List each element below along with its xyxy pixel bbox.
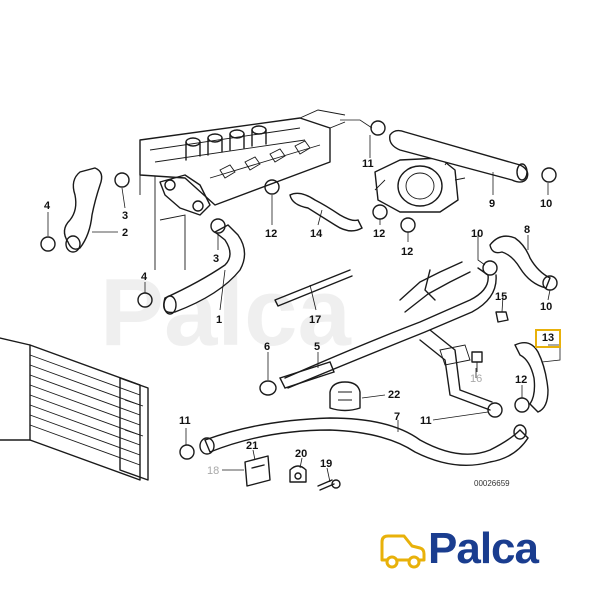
hose-8 <box>489 235 551 289</box>
bracket-21 <box>244 455 271 487</box>
truck-icon <box>380 534 426 569</box>
label-16: 16 <box>470 373 482 385</box>
label-8: 8 <box>524 224 530 236</box>
strap-17 <box>274 269 353 307</box>
label-12: 12 <box>265 228 277 240</box>
palca-logo <box>380 534 426 569</box>
nut-15 <box>495 311 509 323</box>
clamp-22 <box>329 381 361 412</box>
label-7: 7 <box>394 411 400 423</box>
label-12: 12 <box>373 228 385 240</box>
label-9: 9 <box>489 198 495 210</box>
label-12: 12 <box>515 374 527 386</box>
label-3: 3 <box>213 253 219 265</box>
label-21: 21 <box>246 440 258 452</box>
label-14: 14 <box>310 228 323 240</box>
screw-19 <box>317 479 341 491</box>
hose-13 <box>514 342 549 413</box>
label-3: 3 <box>122 210 128 222</box>
label-10: 10 <box>471 228 483 240</box>
label-11: 11 <box>179 415 191 427</box>
label-15: 15 <box>495 291 507 303</box>
label-11: 11 <box>420 415 432 427</box>
clamp-20 <box>289 465 307 483</box>
hose-6 <box>279 361 335 389</box>
radiator <box>0 337 149 481</box>
label-12: 12 <box>401 246 413 258</box>
label-6: 6 <box>264 341 270 353</box>
label-1: 1 <box>216 314 222 326</box>
label-4: 4 <box>44 200 51 212</box>
hose-9 <box>389 129 529 183</box>
hose-clamps <box>40 120 558 460</box>
thermostat-housing <box>159 174 211 216</box>
bolt-16 <box>471 351 483 372</box>
throttle-body <box>374 149 466 213</box>
leader-lines <box>47 119 561 483</box>
hose-2 <box>63 167 103 250</box>
label-22: 22 <box>388 389 400 401</box>
label-11: 11 <box>362 158 374 170</box>
label-18: 18 <box>207 465 219 477</box>
hose-14 <box>289 192 363 232</box>
label-19: 19 <box>320 458 332 470</box>
label-2: 2 <box>122 227 128 239</box>
brand-name: Palca <box>428 524 539 573</box>
part-labels: 4 3 2 3 4 1 11 9 10 12 14 12 12 10 8 10 … <box>44 158 552 477</box>
label-4: 4 <box>141 271 148 283</box>
hose-7 <box>204 417 529 467</box>
highlighted-label-13: 13 <box>535 329 561 348</box>
label-10: 10 <box>540 198 552 210</box>
label-10: 10 <box>540 301 552 313</box>
document-number: 00026659 <box>474 479 510 488</box>
label-20: 20 <box>295 448 307 460</box>
pipe-5 <box>284 267 497 389</box>
label-17: 17 <box>309 314 321 326</box>
label-5: 5 <box>314 341 320 353</box>
hose-1 <box>163 224 246 314</box>
engine-head <box>139 109 346 270</box>
